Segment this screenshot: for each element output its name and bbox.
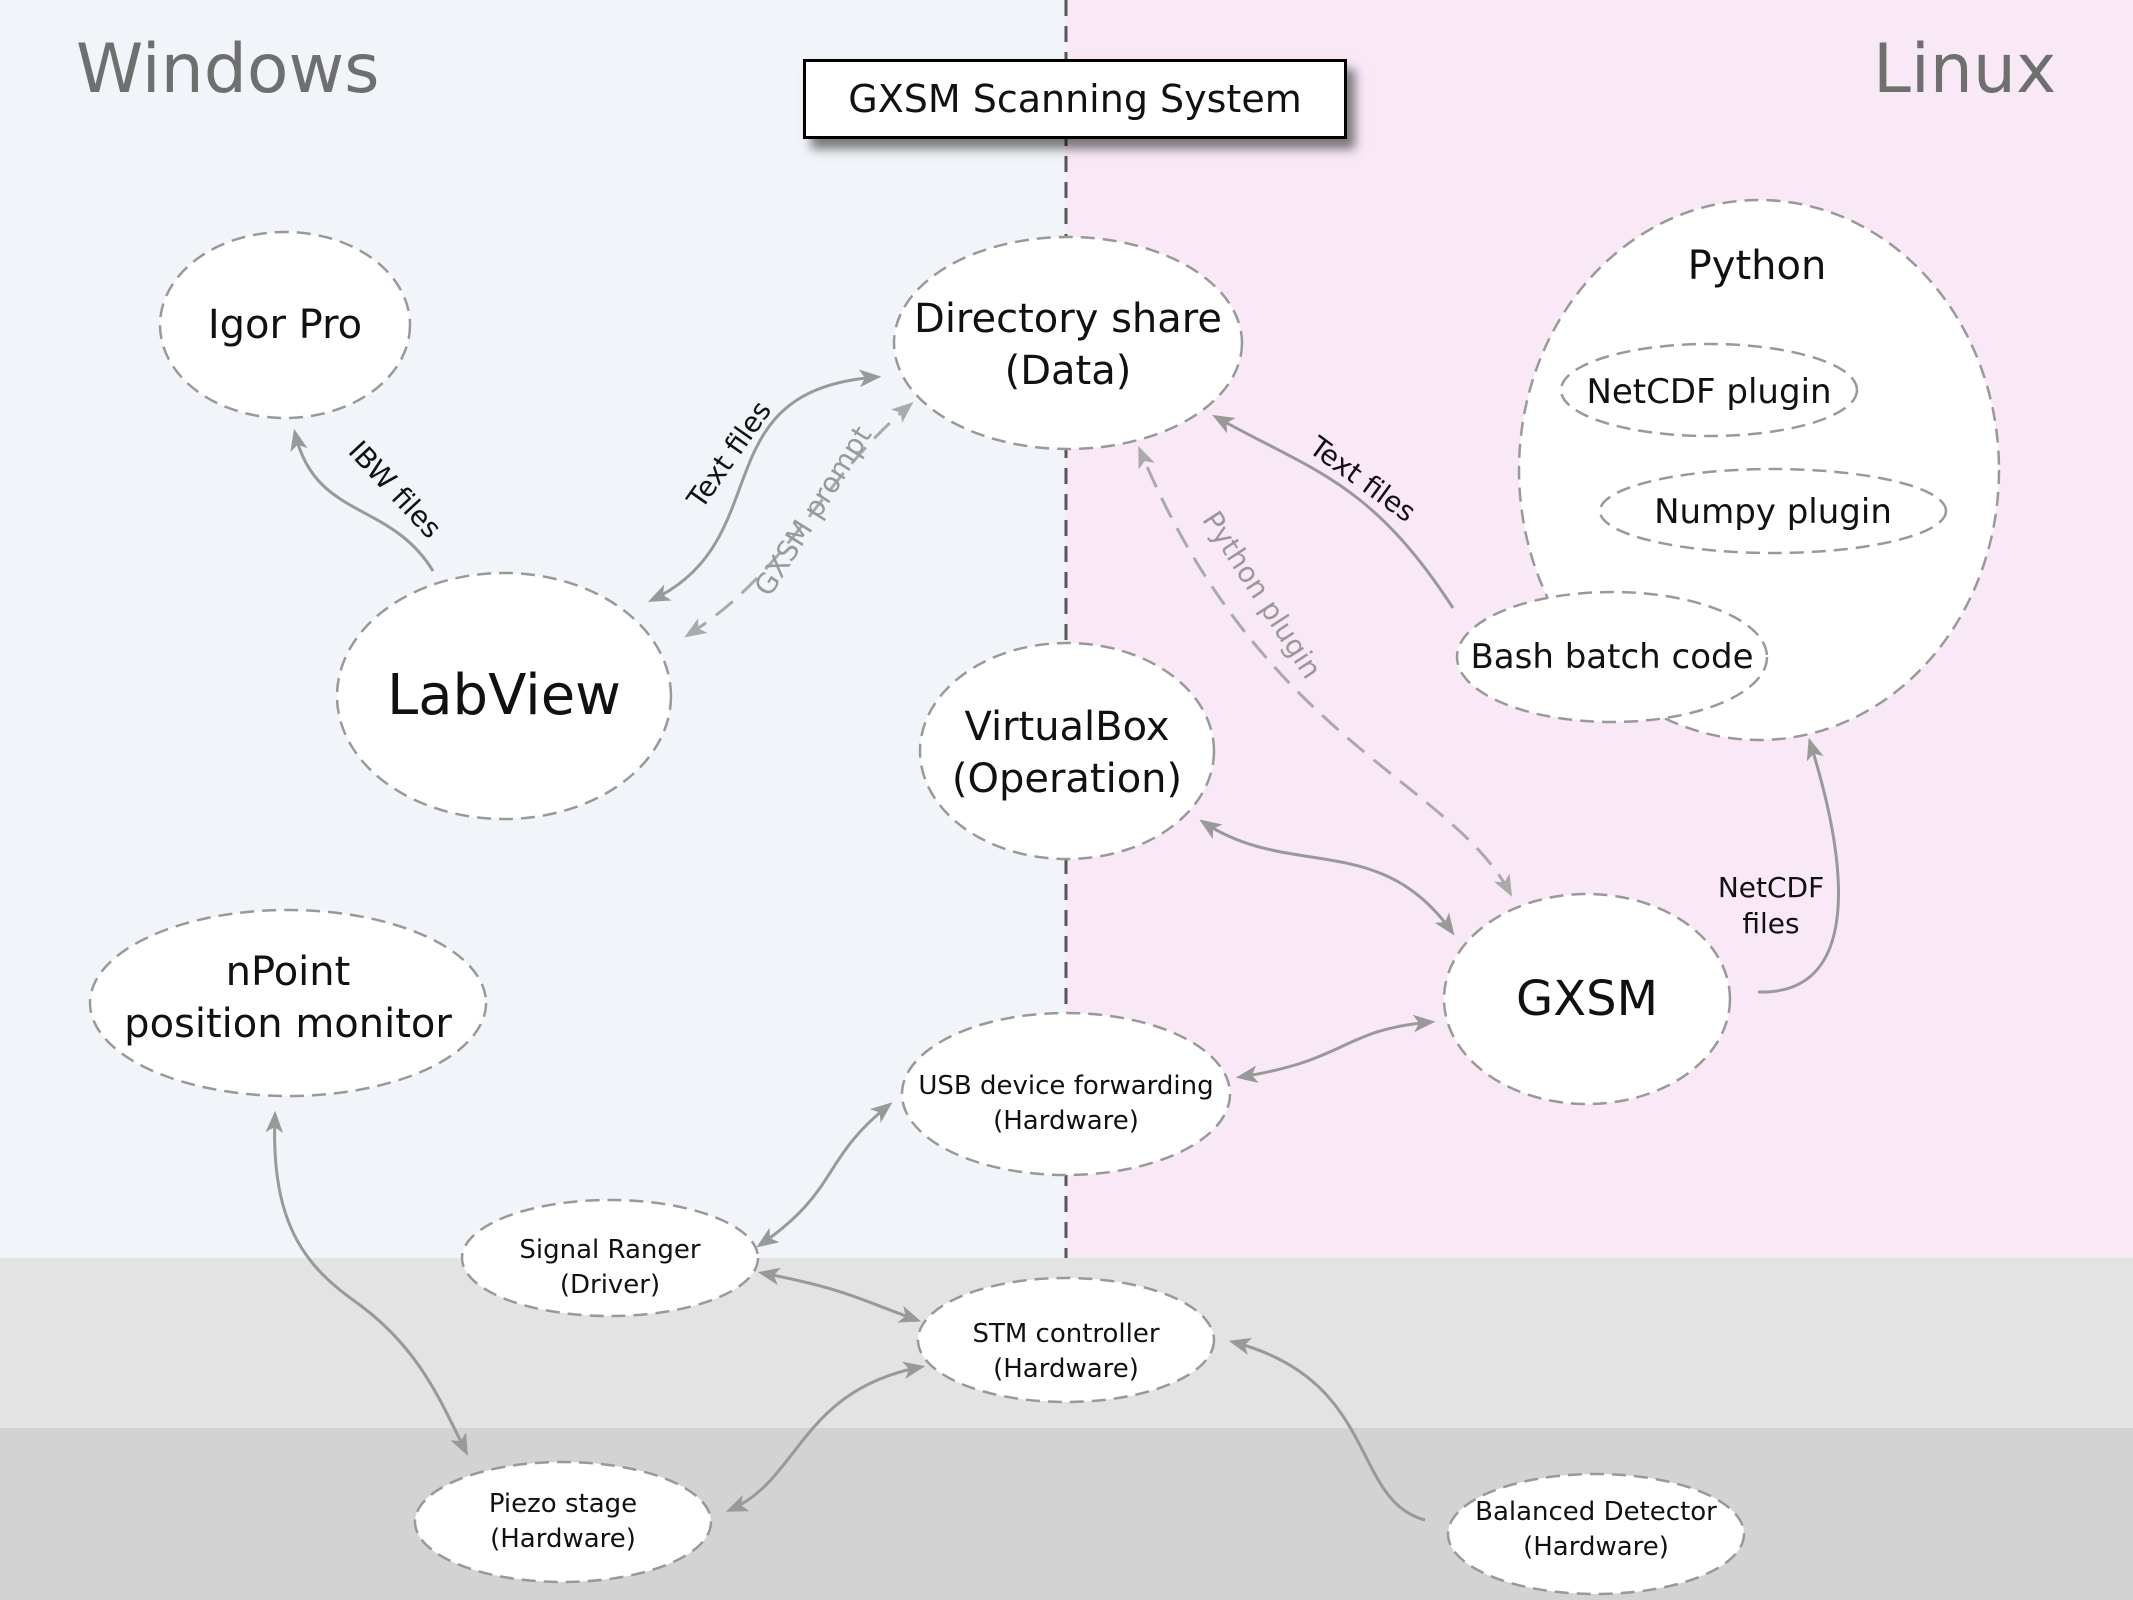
numpy-plugin-label: Numpy plugin (1600, 490, 1946, 534)
netcdf-files-text-1: NetCDF (1717, 870, 1825, 904)
label-ibw-files: IBW files (342, 434, 448, 544)
npoint-subtext: position monitor (124, 1001, 452, 1047)
python-label: Python (1657, 238, 1857, 294)
label-text-files-left: Text files (680, 395, 778, 515)
piezo-stage-label: Piezo stage (Hardware) (415, 1484, 711, 1560)
edge-signalranger-usb (756, 1102, 893, 1248)
label-python-plugin: Python plugin (1196, 505, 1329, 684)
virtualbox-text: VirtualBox (964, 704, 1170, 750)
balanced-detector-subtext: (Hardware) (1523, 1532, 1669, 1562)
edge-virtualbox-gxsm (1199, 819, 1455, 936)
label-text-files-right: Text files (1302, 429, 1422, 528)
npoint-text: nPoint (225, 949, 351, 995)
igor-pro-text: Igor Pro (207, 302, 363, 348)
stm-controller-node (916, 1276, 1216, 1404)
stm-controller-text: STM controller (972, 1318, 1160, 1349)
numpy-plugin-text: Numpy plugin (1654, 491, 1892, 532)
usb-forwarding-label: USB device forwarding (Hardware) (902, 1066, 1230, 1142)
piezo-stage-subtext: (Hardware) (490, 1524, 636, 1554)
windows-label: Windows (76, 30, 380, 109)
piezo-stage-text: Piezo stage (488, 1488, 638, 1519)
diagram-title: GXSM Scanning System (803, 59, 1347, 139)
netcdf-plugin-text: NetCDF plugin (1586, 371, 1832, 412)
netcdf-plugin-label: NetCDF plugin (1561, 370, 1857, 414)
edge-usb-gxsm (1235, 1014, 1436, 1084)
edge-npoint-piezo (265, 1110, 468, 1456)
signal-ranger-label: Signal Ranger (Driver) (462, 1230, 758, 1306)
linux-label: Linux (1873, 30, 2057, 109)
directory-share-node (892, 235, 1244, 451)
bash-batch-label: Bash batch code (1457, 635, 1767, 679)
stm-controller-label: STM controller (Hardware) (918, 1314, 1214, 1390)
netcdf-plugin-node (1559, 342, 1859, 438)
stm-controller-subtext: (Hardware) (993, 1354, 1139, 1384)
labview-text: LabView (387, 662, 621, 728)
signal-ranger-subtext: (Driver) (559, 1270, 661, 1300)
igor-pro-node (158, 230, 412, 420)
directory-share-label: Directory share (Data) (894, 290, 1242, 400)
npoint-label: nPoint position monitor (90, 943, 486, 1053)
usb-forwarding-text: USB device forwarding (918, 1070, 1214, 1101)
usb-forwarding-subtext: (Hardware) (993, 1106, 1139, 1136)
netcdf-files-label: NetCDF files (1681, 866, 1861, 946)
gxsm-label: GXSM (1444, 966, 1730, 1032)
labview-label: LabView (337, 656, 671, 736)
bash-batch-text: Bash batch code (1470, 636, 1754, 677)
gxsm-node (1442, 892, 1732, 1106)
igor-pro-label: Igor Pro (160, 285, 410, 365)
edge-labview-igor (290, 428, 435, 572)
gxsm-text: GXSM (1516, 970, 1658, 1027)
directory-share-text: Directory share (914, 296, 1222, 342)
label-gxsm-prompt: GXSM prompt (748, 420, 879, 602)
numpy-plugin-node (1598, 467, 1948, 555)
virtualbox-subtext: (Operation) (951, 756, 1183, 802)
virtualbox-label: VirtualBox (Operation) (920, 698, 1214, 808)
edge-signalranger-stm (757, 1267, 922, 1323)
piezo-stage-node (413, 1460, 713, 1584)
python-text: Python (1687, 243, 1827, 289)
netcdf-files-text-2: files (1742, 907, 1800, 940)
edge-piezo-stm (725, 1361, 926, 1512)
balanced-detector-text: Balanced Detector (1475, 1496, 1717, 1527)
signal-ranger-text: Signal Ranger (519, 1234, 701, 1265)
edge-balanced-stm (1228, 1337, 1426, 1522)
labview-node (335, 571, 673, 821)
hardware-band (0, 1428, 2133, 1600)
balanced-detector-node (1446, 1472, 1746, 1596)
balanced-detector-label: Balanced Detector (Hardware) (1448, 1492, 1744, 1568)
edge-gxsm-python (1757, 737, 1840, 994)
edge-python-plugin (1138, 445, 1513, 897)
directory-share-subtext: (Data) (1004, 348, 1132, 394)
usb-forwarding-node (900, 1011, 1232, 1177)
npoint-node (88, 908, 488, 1098)
edge-gxsm-prompt (684, 402, 914, 638)
